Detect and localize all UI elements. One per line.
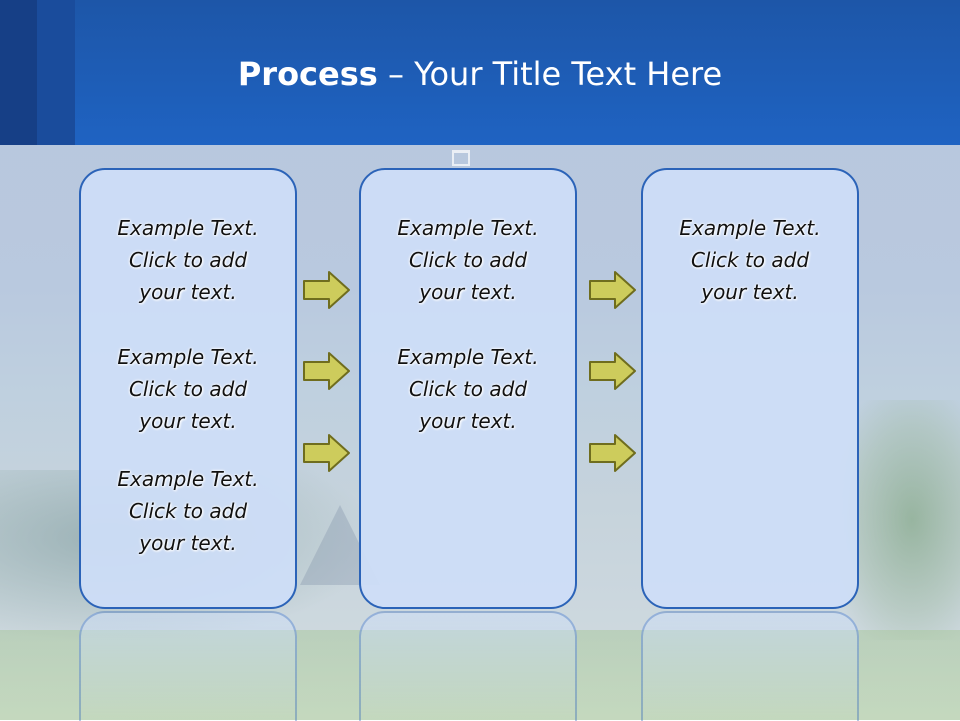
text-line: Example Text. <box>397 216 539 240</box>
panel-reflection <box>79 611 297 721</box>
text-line: your text. <box>419 409 517 433</box>
text-line: your text. <box>701 280 799 304</box>
text-line: Click to add <box>128 248 248 272</box>
text-placeholder[interactable]: Example Text. Click to add your text. <box>81 341 295 437</box>
process-panel-3[interactable]: Example Text. Click to add your text. <box>641 168 859 609</box>
text-line: your text. <box>139 531 237 555</box>
text-placeholder[interactable]: Example Text. Click to add your text. <box>643 212 857 308</box>
header-accent-strip <box>37 0 75 145</box>
background-trees-right <box>840 400 960 640</box>
text-line: Click to add <box>128 499 248 523</box>
slide-title-bold: Process <box>237 55 378 93</box>
right-arrow-icon[interactable] <box>303 351 351 391</box>
text-line: Example Text. <box>117 345 259 369</box>
text-line: your text. <box>139 409 237 433</box>
header-accent-strip <box>0 0 37 145</box>
panel-reflection <box>359 611 577 721</box>
text-line: Click to add <box>408 248 528 272</box>
text-line: your text. <box>139 280 237 304</box>
text-line: Example Text. <box>117 467 259 491</box>
text-line: Click to add <box>128 377 248 401</box>
text-line: Click to add <box>408 377 528 401</box>
panel-reflection <box>641 611 859 721</box>
right-arrow-icon[interactable] <box>303 433 351 473</box>
right-arrow-icon[interactable] <box>303 270 351 310</box>
title-bar: Process – Your Title Text Here <box>0 0 960 145</box>
process-panel-1[interactable]: Example Text. Click to add your text. Ex… <box>79 168 297 609</box>
right-arrow-icon[interactable] <box>589 270 637 310</box>
text-line: Click to add <box>690 248 810 272</box>
process-panel-2[interactable]: Example Text. Click to add your text. Ex… <box>359 168 577 609</box>
text-line: Example Text. <box>397 345 539 369</box>
slide-title[interactable]: Process – Your Title Text Here <box>0 55 960 93</box>
text-placeholder[interactable]: Example Text. Click to add your text. <box>361 212 575 308</box>
text-placeholder[interactable]: Example Text. Click to add your text. <box>81 463 295 559</box>
slide-title-text: – Your Title Text Here <box>377 55 723 93</box>
text-line: Example Text. <box>679 216 821 240</box>
right-arrow-icon[interactable] <box>589 351 637 391</box>
text-placeholder[interactable]: Example Text. Click to add your text. <box>81 212 295 308</box>
right-arrow-icon[interactable] <box>589 433 637 473</box>
text-line: Example Text. <box>117 216 259 240</box>
text-placeholder[interactable]: Example Text. Click to add your text. <box>361 341 575 437</box>
text-line: your text. <box>419 280 517 304</box>
background-tower-top <box>452 150 470 166</box>
